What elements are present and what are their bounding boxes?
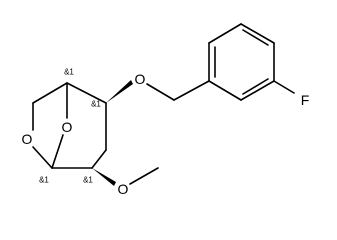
bond-ring-inner-2 [242,29,269,46]
bond-ring-e [240,80,275,101]
molecule-drawing: O O O O F &1 &1 &1 &1 [22,23,310,197]
bond-aryl-f [273,80,295,94]
stereo-label-c5: &1 [39,176,49,185]
bond-ring-c [240,23,275,44]
stereo-label-c1: &1 [64,68,74,77]
bond-o-ring-c5 [32,146,53,169]
bond-ring-inner-3 [242,78,269,95]
wedge-bond-c4-o [92,168,116,186]
bond-o-bridge-c5 [51,134,64,169]
atom-f: F [301,92,310,108]
bond-c1-c2 [66,82,107,104]
bond-o-benzyl-ch2 [146,83,175,101]
bond-o-methyl [129,167,159,185]
wedge-bond-c2-o [106,80,133,103]
stereo-label-c2: &1 [91,100,101,109]
structure-diagram: O O O O F &1 &1 &1 &1 [22,23,310,197]
atom-o-methoxy: O [118,181,129,197]
bond-ring-b [208,23,242,44]
bond-c1-ch2 [32,82,68,104]
bond-c3-c4 [91,149,107,169]
stereo-label-c4: &1 [83,176,93,185]
atom-o-benzyloxy: O [135,71,146,87]
atom-o-ring: O [22,131,33,147]
bond-ch2-aryl [173,80,210,101]
bond-ring-f [208,80,242,101]
atom-o-bridge: O [62,119,73,135]
